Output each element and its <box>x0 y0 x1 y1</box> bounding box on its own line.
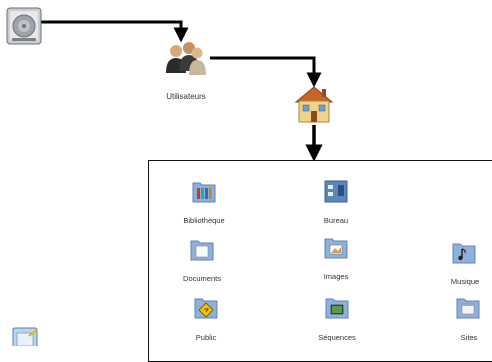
desktop-label: Bureau <box>323 216 349 225</box>
library-folder-icon[interactable] <box>191 178 217 209</box>
documents-label: Documents <box>183 274 221 283</box>
images-label: Images <box>323 272 349 281</box>
hierarchy-arrows <box>40 20 323 162</box>
public-label: Public <box>195 333 217 342</box>
desktop-folder-icon[interactable] <box>323 178 349 209</box>
users-label: Utilisateurs <box>166 92 206 101</box>
arrow-users-to-home <box>210 56 322 88</box>
movies-folder-icon[interactable] <box>324 294 350 325</box>
home-icon[interactable] <box>292 84 336 129</box>
application-icon[interactable] <box>11 326 41 351</box>
hard-disk-icon[interactable] <box>6 6 44 51</box>
sites-folder-icon[interactable] <box>455 294 481 325</box>
users-icon[interactable] <box>163 39 207 82</box>
images-folder-icon[interactable] <box>323 234 349 265</box>
public-folder-icon[interactable] <box>193 294 219 325</box>
music-label: Musique <box>450 277 480 286</box>
arrow-disk-to-users <box>40 20 189 43</box>
home-folder-window: Bibliothèque Bureau Documents Images <box>148 160 492 362</box>
music-folder-icon[interactable] <box>451 239 477 270</box>
sites-label: Sites <box>460 333 478 342</box>
documents-folder-icon[interactable] <box>189 236 215 267</box>
library-label: Bibliothèque <box>183 216 225 225</box>
movies-label: Séquences <box>318 333 356 342</box>
